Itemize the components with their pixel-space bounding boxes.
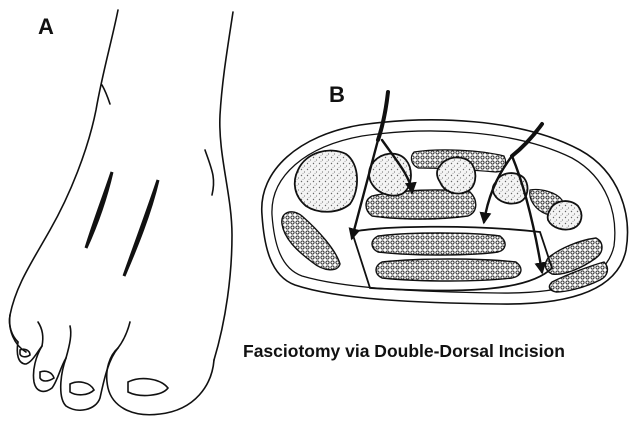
panel-label-a: A (38, 14, 54, 40)
third-toenail (40, 371, 54, 381)
muscle-central-upper (372, 233, 505, 255)
lateral-dorsal-incision (124, 180, 158, 276)
ankle-crease-right (205, 150, 214, 195)
big-toenail (128, 379, 168, 396)
foot-outline-left (10, 10, 118, 352)
figure-caption: Fasciotomy via Double-Dorsal Incision (243, 341, 565, 362)
medial-dorsal-incision (86, 172, 112, 248)
ankle-crease-left (102, 85, 110, 104)
second-toe (61, 348, 118, 410)
panel-label-b: B (329, 82, 345, 108)
muscle-central-lower (376, 259, 521, 281)
metatarsal-5 (548, 201, 582, 230)
second-toenail (70, 382, 94, 395)
toe-crease-3 (38, 322, 43, 346)
toe-crease-1 (118, 322, 130, 348)
foot-cross-section (262, 120, 628, 304)
foot-outline-right (214, 12, 233, 360)
metatarsal-1 (295, 151, 357, 212)
little-toe (9, 315, 18, 342)
toe-crease-2 (66, 326, 71, 358)
foot-drawing (9, 10, 233, 415)
fourth-toenail (20, 349, 30, 357)
